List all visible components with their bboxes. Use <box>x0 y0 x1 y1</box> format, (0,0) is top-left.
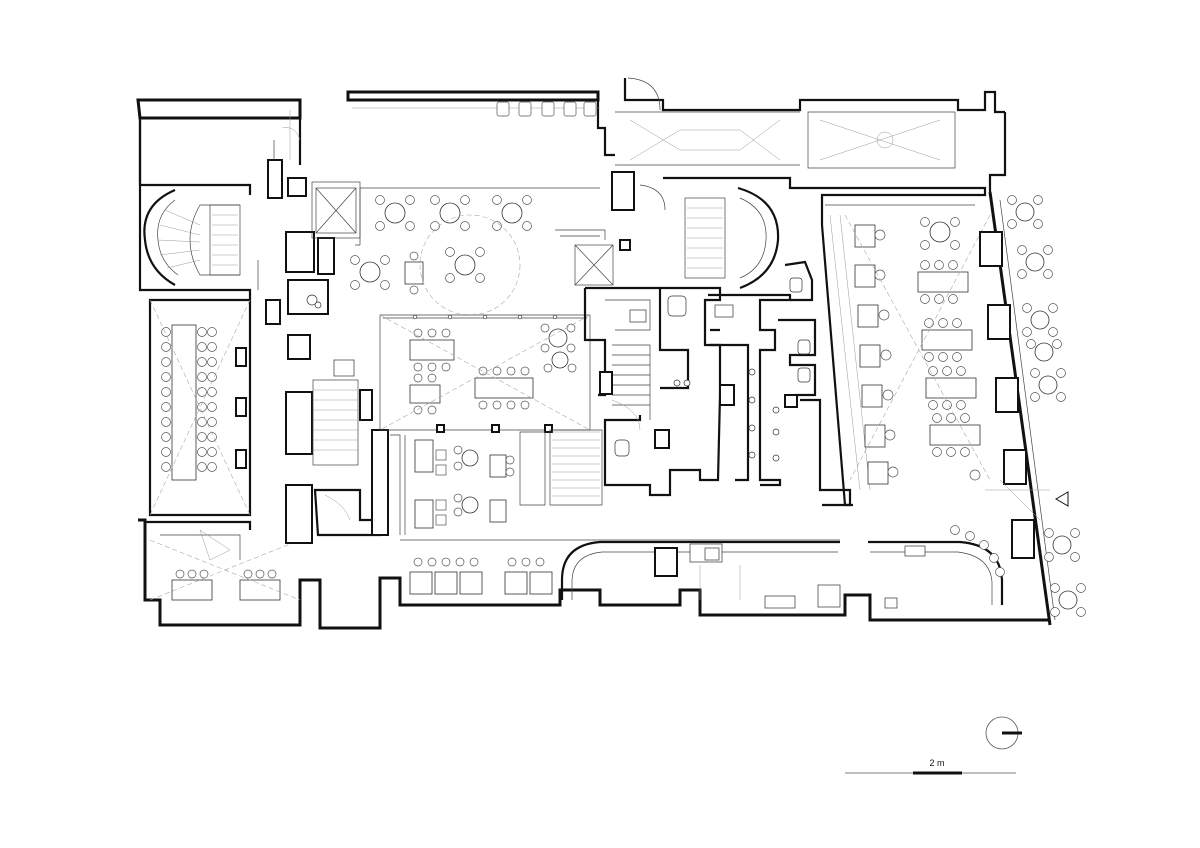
right-dining-hall <box>810 186 1035 559</box>
left-spiral-stair <box>140 183 252 286</box>
scale-bar: 2 m <box>845 758 1016 775</box>
right-spiral-stair <box>555 171 810 290</box>
lower-left-lounge <box>145 520 301 601</box>
entrance-arrow-icon <box>1055 491 1069 507</box>
lower-sofa-row <box>400 539 840 595</box>
toilet-core <box>583 260 852 507</box>
scale-bar-label: 2 m <box>929 758 944 768</box>
central-service-block <box>311 181 389 537</box>
outdoor-terrace <box>950 195 1086 617</box>
lower-centre-seating <box>390 429 603 535</box>
left-banquet-room <box>148 298 252 517</box>
upper-right-vestibule <box>615 77 956 211</box>
left-corridor <box>257 110 335 544</box>
central-dining-hall <box>379 314 591 433</box>
upper-courtyard <box>350 101 600 316</box>
curved-bar-counter <box>560 540 1004 609</box>
north-arrow-icon <box>985 716 1022 750</box>
